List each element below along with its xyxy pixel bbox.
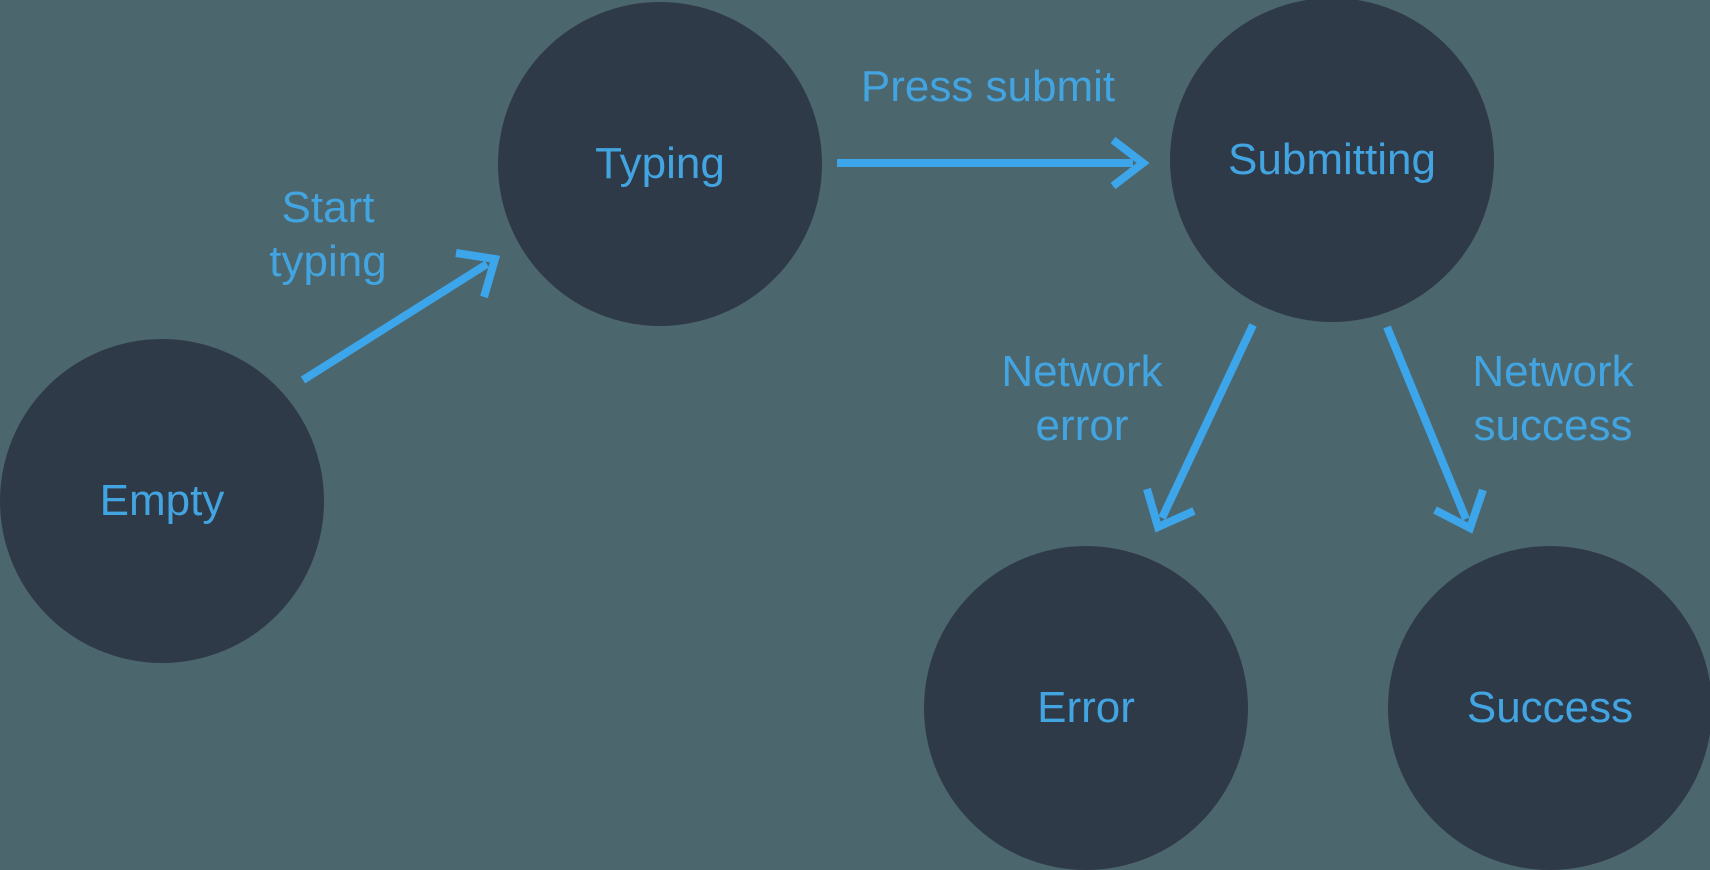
- edge-label-network-success: Network success: [1472, 347, 1634, 450]
- state-node-submitting: Submitting: [1170, 0, 1494, 322]
- state-node-success: Success: [1388, 546, 1710, 870]
- state-label-submitting: Submitting: [1228, 135, 1436, 184]
- edge-label-network-error: Network error: [1001, 347, 1163, 450]
- state-label-success: Success: [1466, 683, 1634, 732]
- arrow-typing-to-submitting: [837, 136, 1150, 190]
- state-node-typing: Typing: [498, 2, 822, 326]
- edge-label-press-submit: Press submit: [860, 62, 1116, 111]
- state-label-empty: Empty: [99, 476, 225, 525]
- state-node-error: Error: [924, 546, 1248, 870]
- state-label-typing: Typing: [595, 139, 725, 188]
- state-node-empty: Empty: [0, 339, 324, 663]
- state-label-error: Error: [1037, 683, 1135, 732]
- edge-label-start-typing: Start typing: [269, 183, 387, 286]
